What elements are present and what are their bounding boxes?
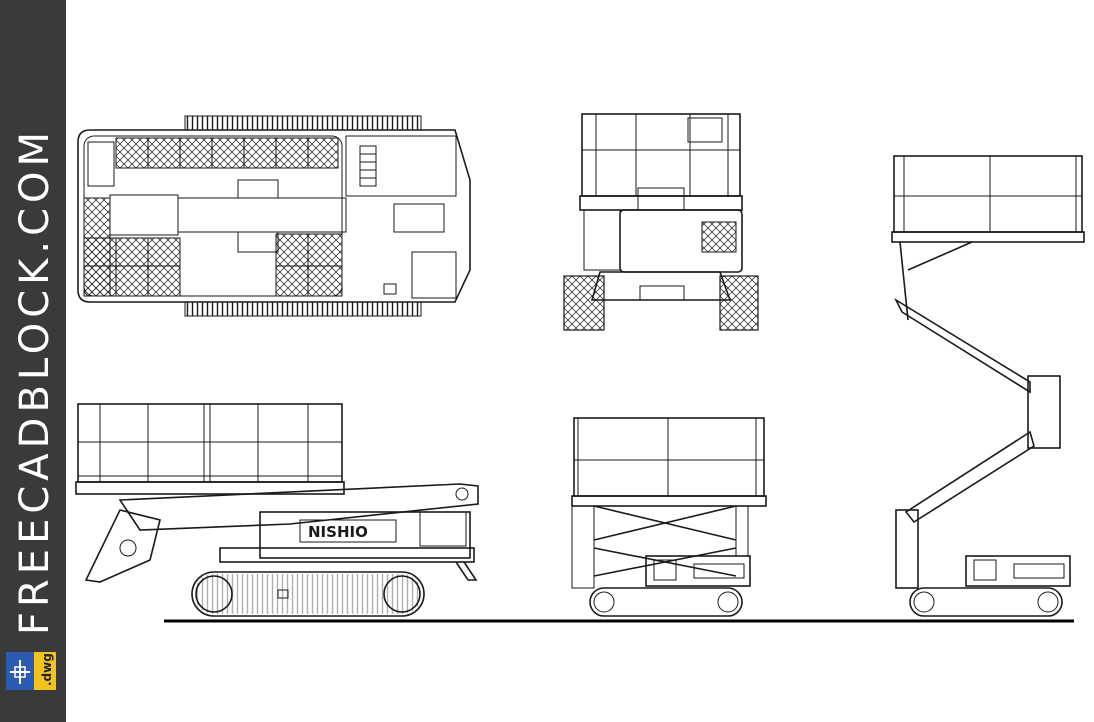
- side-view-lowered: NISHIO: [75, 403, 479, 617]
- front-guardrail: [573, 417, 765, 497]
- front-post-left: [571, 505, 595, 589]
- raised-track: [909, 587, 1063, 617]
- sidebar: FREECADBLOCK.COM .dwg: [0, 0, 66, 722]
- upper-boom: [894, 297, 1031, 394]
- rear-view: [563, 113, 759, 331]
- scissor-arms: [593, 505, 737, 577]
- front-nameplate: [693, 563, 745, 579]
- rear-axle: [639, 285, 685, 301]
- front-hatch: [653, 559, 677, 581]
- front-body: [645, 555, 751, 587]
- deck-mesh-upper: [115, 137, 339, 169]
- raised-guardrail: [893, 155, 1083, 233]
- dwg-file-icon: .dwg: [6, 652, 56, 690]
- lower-boom: [904, 430, 1035, 524]
- side-rail-bars: [78, 404, 342, 482]
- raised-wheel-right: [1037, 591, 1059, 613]
- raised-rail-bars: [894, 156, 1082, 232]
- rear-platform-floor: [579, 195, 743, 211]
- rear-side-panel: [583, 209, 621, 271]
- nameplate: [299, 519, 397, 543]
- front-wheel-left: [593, 591, 615, 613]
- dwg-label: .dwg: [40, 653, 54, 686]
- engine-cover: [345, 135, 457, 197]
- side-door: [419, 511, 467, 547]
- side-wheel-rear: [383, 575, 421, 613]
- control-box: [87, 141, 115, 187]
- cad-drawing: NISHIO: [75, 113, 1085, 623]
- side-track-tread: [194, 574, 422, 614]
- top-outline: [77, 129, 471, 303]
- vent-grille: [359, 145, 377, 187]
- top-track-upper: [184, 115, 422, 131]
- rear-panel: [411, 251, 457, 299]
- raised-hatch: [973, 559, 997, 581]
- side-platform-floor: [75, 481, 345, 495]
- side-wheel-front: [195, 575, 233, 613]
- raised-nameplate: [1013, 563, 1065, 579]
- vent-slots: [360, 153, 376, 179]
- front-track: [589, 587, 743, 617]
- side-base: [219, 547, 475, 563]
- rear-control-panel: [687, 117, 723, 143]
- counterweight: [393, 203, 445, 233]
- brand-text: FREECADBLOCK.COM: [12, 127, 58, 635]
- side-view-raised: [891, 155, 1085, 617]
- raised-platform-floor: [891, 231, 1085, 243]
- raised-body: [965, 555, 1071, 587]
- arm-pivot: [119, 539, 137, 557]
- front-rail-bars: [574, 418, 764, 496]
- boom-plate-upper: [237, 179, 279, 199]
- top-track-lower: [184, 301, 422, 317]
- boom-base: [109, 194, 179, 236]
- front-wheel-right: [717, 591, 739, 613]
- boom-pivot: [455, 487, 469, 501]
- hatch: [383, 283, 397, 295]
- brand-watermark: FREECADBLOCK.COM: [12, 127, 58, 635]
- raised-wheel-left: [913, 591, 935, 613]
- rear-track-right: [719, 275, 759, 331]
- front-view-lowered: [571, 417, 767, 617]
- outrigger: [455, 561, 478, 581]
- boom-body: [177, 197, 347, 233]
- side-boom-arm: [84, 509, 161, 583]
- track-hatch: [277, 589, 289, 599]
- side-body: [259, 511, 471, 559]
- side-track: [191, 571, 425, 617]
- rear-track-left: [563, 275, 605, 331]
- boom-plate-lower: [237, 231, 279, 253]
- deck-grid: [84, 138, 342, 296]
- rear-boom-stub: [637, 187, 685, 211]
- rear-rail-bars: [582, 114, 740, 196]
- rear-radiator: [701, 221, 737, 253]
- machine-brand: NISHIO: [308, 523, 368, 541]
- rear-guardrail: [581, 113, 741, 197]
- boom-knuckle: [1027, 375, 1061, 449]
- front-post-right: [735, 505, 749, 557]
- side-boom-upper: [118, 483, 479, 531]
- front-platform-floor: [571, 495, 767, 507]
- top-view: [77, 115, 471, 317]
- deck-mesh-lower-right: [275, 233, 343, 297]
- deck-mesh-lower-left: [83, 237, 181, 297]
- raised-mast: [895, 509, 919, 589]
